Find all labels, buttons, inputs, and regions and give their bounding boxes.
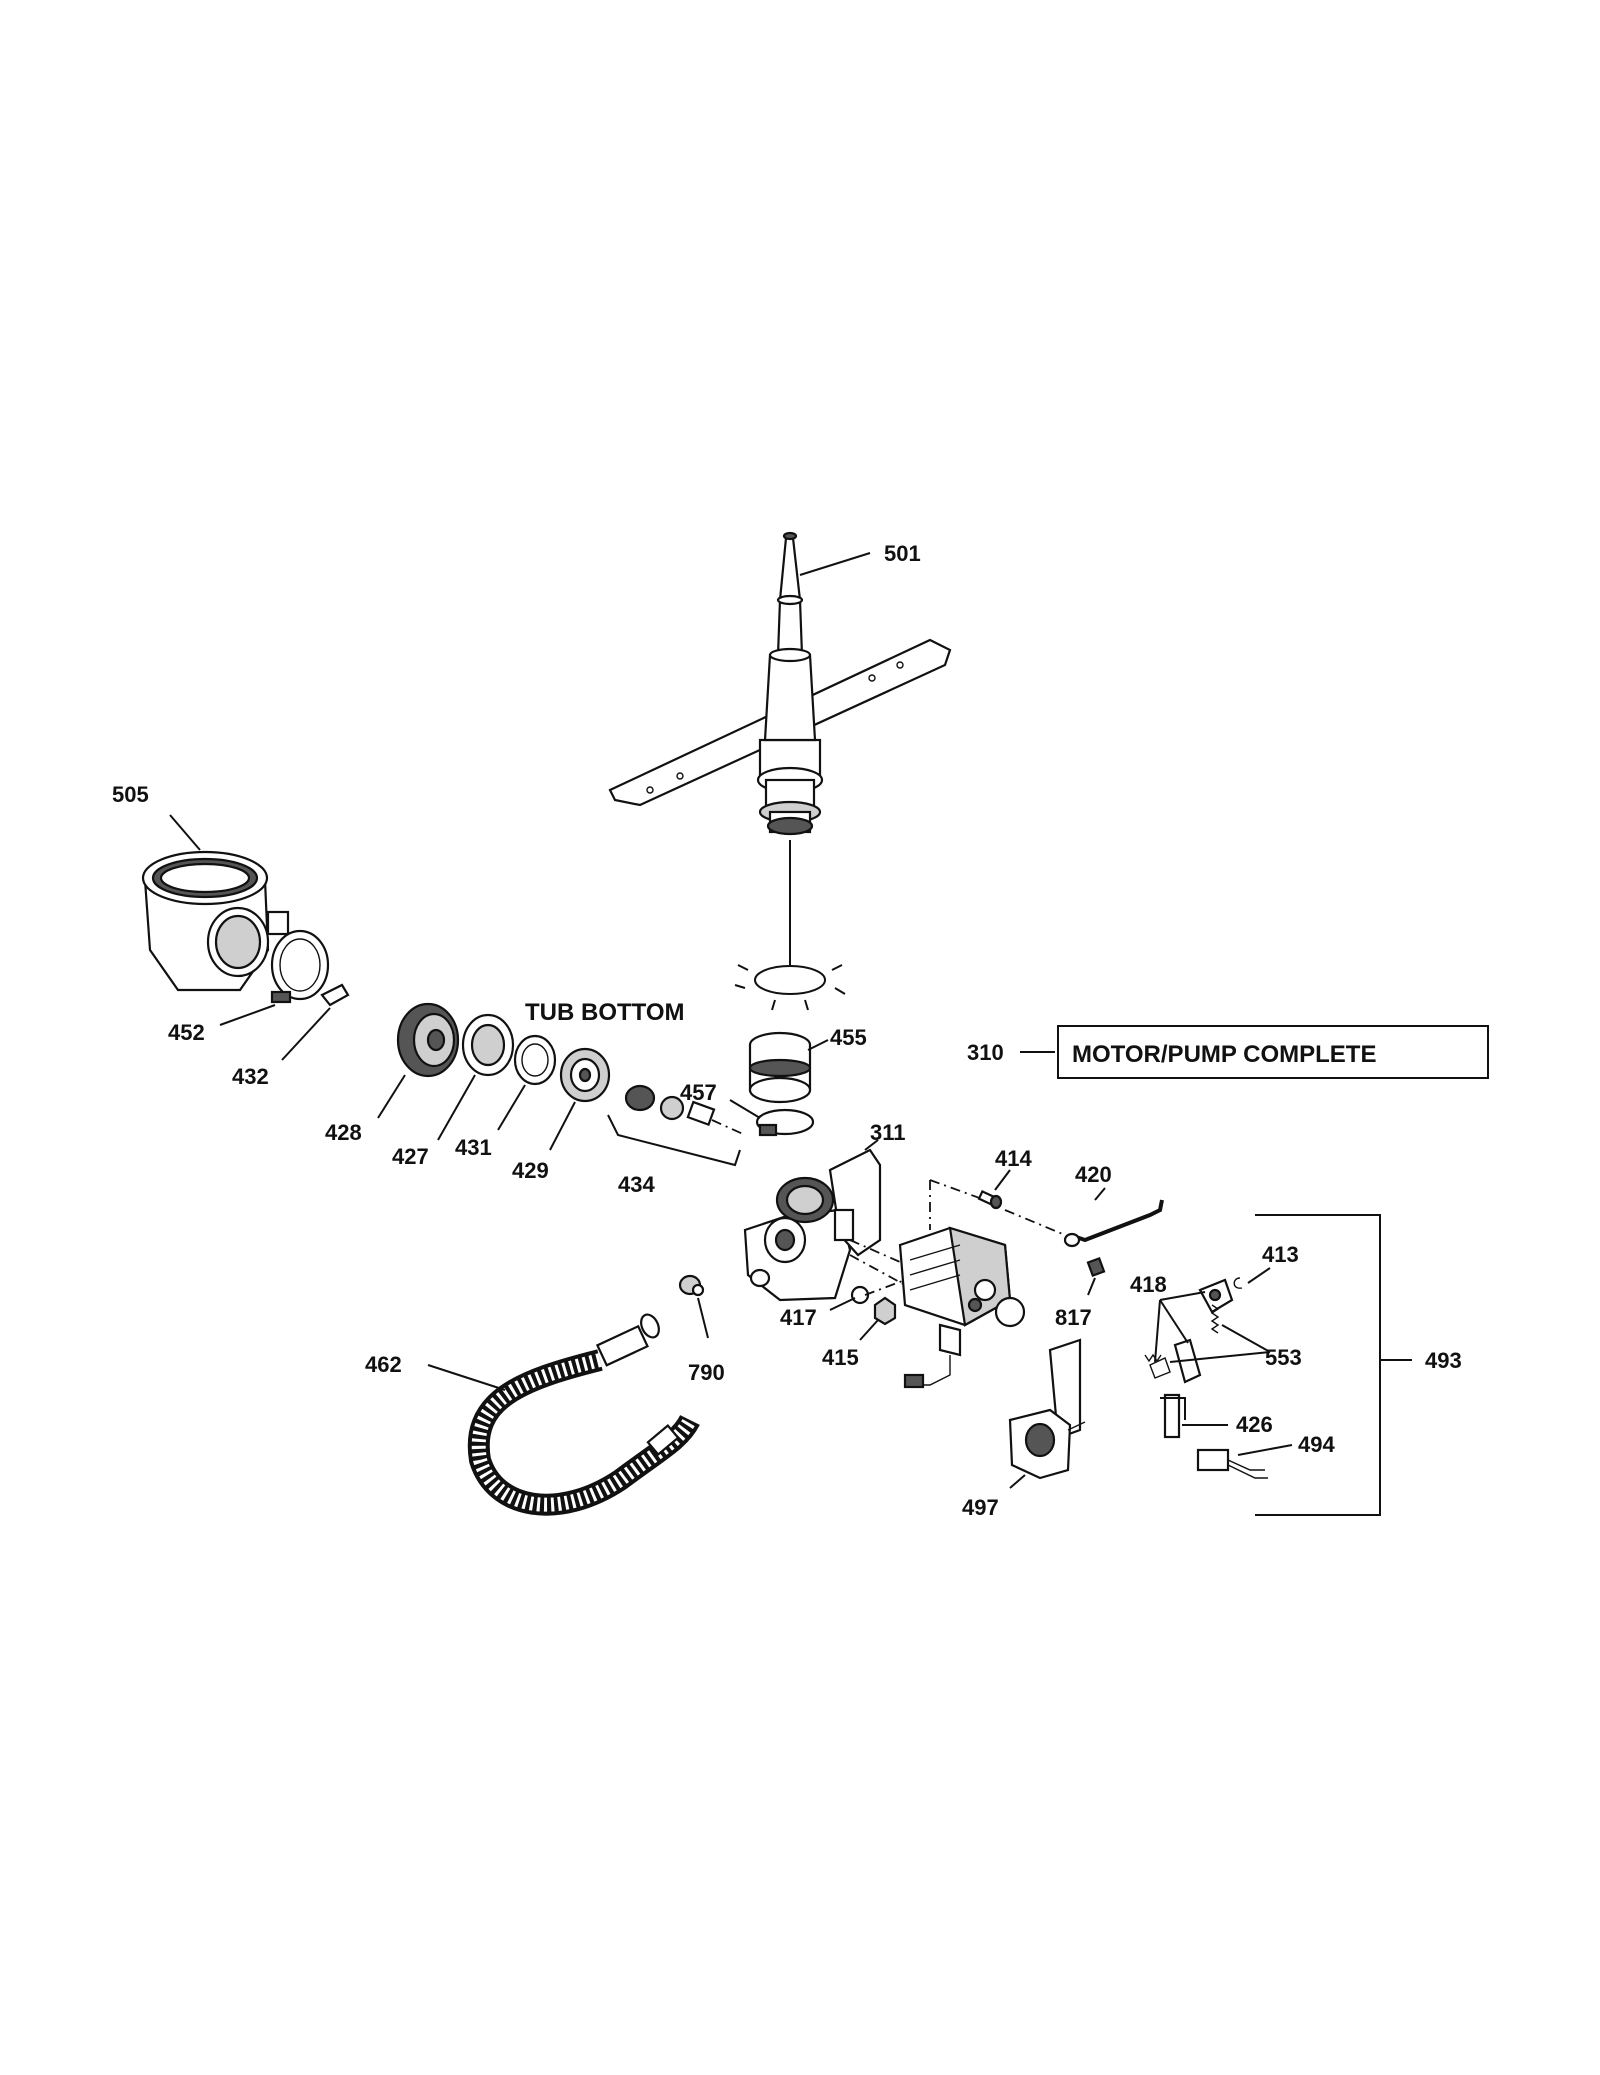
seal-ring	[734, 948, 846, 1011]
rod-420	[1063, 1199, 1164, 1248]
pump-housing-311	[743, 1148, 882, 1302]
hose-462	[467, 1313, 700, 1516]
clamp-457	[755, 1108, 815, 1137]
ring-427	[461, 1013, 515, 1077]
bracket-493	[1255, 1214, 1381, 1516]
clip-790	[678, 1274, 705, 1297]
label-434: 434	[618, 1172, 655, 1197]
sump-505	[141, 850, 290, 992]
motor-pump-box	[1057, 1025, 1489, 1079]
label-417: 417	[780, 1305, 817, 1330]
label-494: 494	[1298, 1432, 1335, 1457]
screw-817	[1086, 1256, 1106, 1278]
nut-415	[873, 1296, 897, 1326]
tub-bottom-note: TUB BOTTOM	[525, 999, 685, 1026]
label-420: 420	[1075, 1162, 1112, 1187]
screw-414	[977, 1189, 1003, 1210]
impeller-429	[559, 1047, 611, 1103]
clamp-452	[270, 929, 330, 1004]
label-553: 553	[1265, 1345, 1302, 1370]
motor-pump-complete-note: MOTOR/PUMP COMPLETE	[1072, 1041, 1376, 1068]
spray-arm-501	[608, 531, 952, 836]
label-452: 452	[168, 1020, 205, 1045]
label-429: 429	[512, 1158, 549, 1183]
label-501: 501	[884, 541, 921, 566]
motor	[898, 1226, 1026, 1389]
label-493: 493	[1425, 1348, 1462, 1373]
label-455: 455	[830, 1025, 867, 1050]
pin-426	[1160, 1393, 1186, 1439]
label-310: 310	[967, 1040, 1004, 1065]
clip-432	[320, 983, 350, 1007]
label-505: 505	[112, 782, 149, 807]
solenoid-497	[1008, 1338, 1086, 1480]
label-817: 817	[1055, 1305, 1092, 1330]
ring-431	[513, 1034, 557, 1086]
clip-413	[1233, 1277, 1243, 1289]
label-432: 432	[232, 1064, 269, 1089]
label-415: 415	[822, 1345, 859, 1370]
label-426: 426	[1236, 1412, 1273, 1437]
label-427: 427	[392, 1144, 429, 1169]
label-414: 414	[995, 1146, 1032, 1171]
parts-434	[624, 1084, 716, 1127]
label-431: 431	[455, 1135, 492, 1160]
springs-553	[1144, 1304, 1220, 1363]
label-428: 428	[325, 1120, 362, 1145]
label-311: 311	[870, 1120, 906, 1145]
adapter-455	[748, 1031, 812, 1104]
washer-417	[850, 1285, 870, 1305]
label-497: 497	[962, 1495, 999, 1520]
label-462: 462	[365, 1352, 402, 1377]
label-790: 790	[688, 1360, 725, 1385]
label-413: 413	[1262, 1242, 1299, 1267]
lever-418	[1149, 1278, 1234, 1384]
label-457: 457	[680, 1080, 717, 1105]
label-418: 418	[1130, 1272, 1167, 1297]
filter-428	[396, 1002, 460, 1078]
connector-494	[1196, 1448, 1268, 1479]
